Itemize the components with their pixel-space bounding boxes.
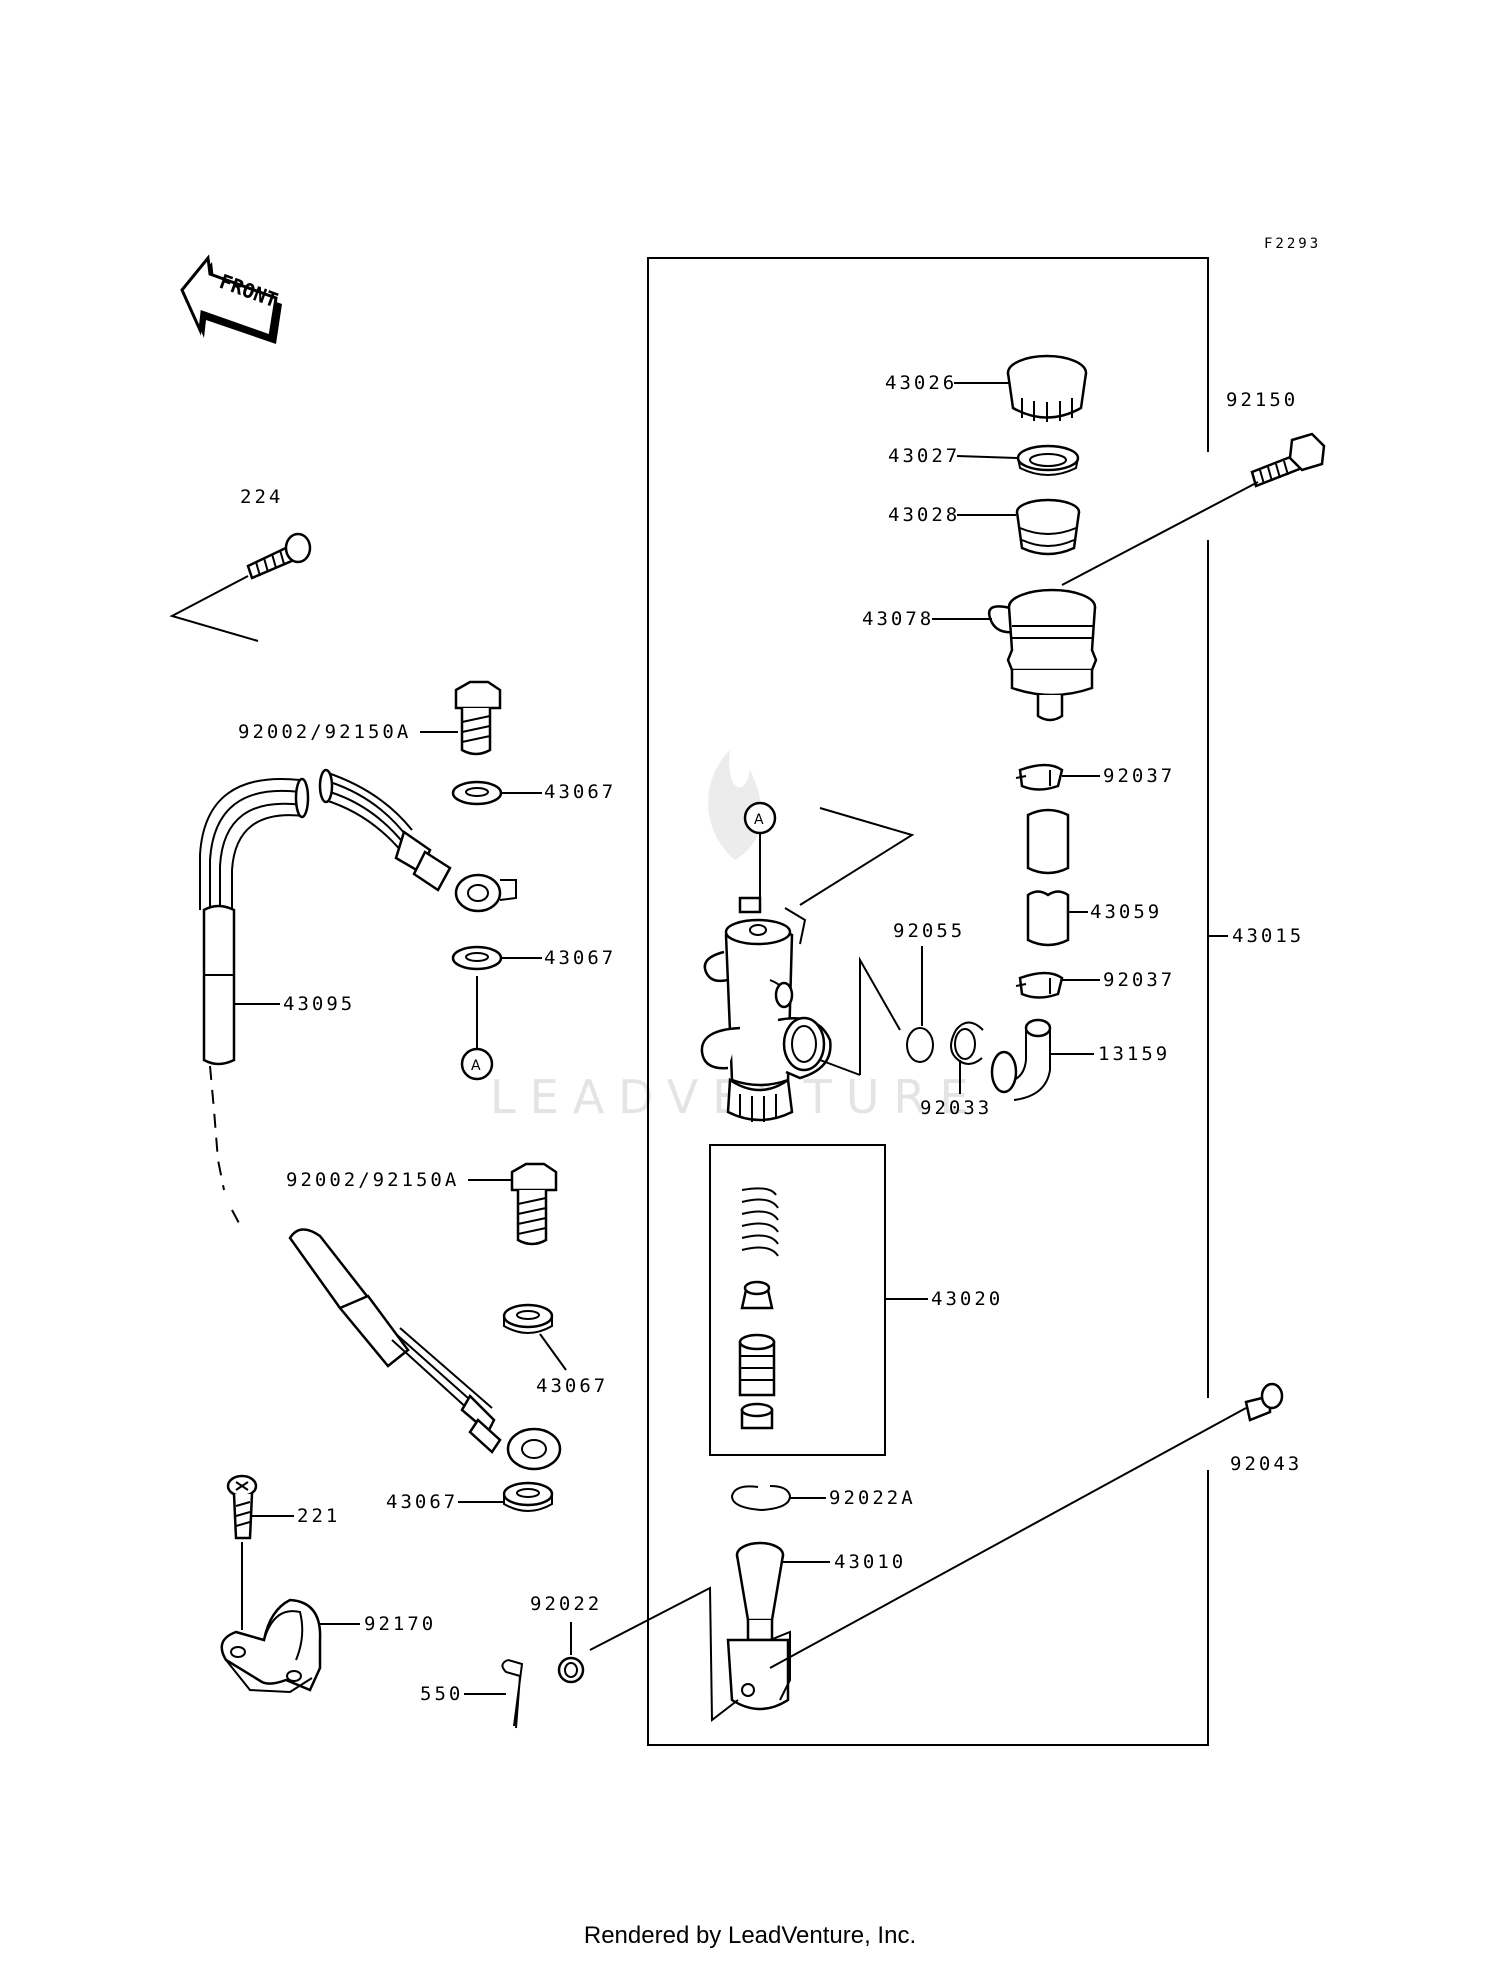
washer-43067-b (451, 945, 503, 971)
callout-a-body: A (743, 801, 777, 900)
label-92002-lower: 92002/92150A (286, 1169, 459, 1191)
washer-43067-a (451, 780, 503, 806)
washer-43067-c (502, 1303, 554, 1334)
o-ring-92055 (906, 1027, 934, 1063)
washer-92022 (557, 1656, 585, 1684)
connector-13159 (990, 1018, 1052, 1101)
label-43015: 43015 (1232, 925, 1304, 947)
label-92170: 92170 (364, 1613, 436, 1635)
leader-92150-line (1061, 481, 1259, 586)
label-92002-upper: 92002/92150A (238, 721, 411, 743)
label-92037-lower: 92037 (1103, 969, 1175, 991)
circlip-92033 (950, 1021, 984, 1065)
label-43028: 43028 (888, 504, 960, 526)
assembly-frame (647, 257, 1209, 1746)
leader-92022-line (589, 1586, 739, 1723)
banjo-bolt-upper (454, 680, 502, 756)
pin-92043 (1244, 1382, 1284, 1422)
snap-ring-92022a (730, 1485, 792, 1512)
label-92055: 92055 (893, 920, 965, 942)
label-43095: 43095 (283, 993, 355, 1015)
leader-224-line (169, 575, 259, 642)
label-92150: 92150 (1226, 389, 1298, 411)
reservoir-43078 (987, 588, 1098, 722)
leader-body-to-port (819, 1059, 861, 1076)
label-92043: 92043 (1230, 1453, 1302, 1475)
front-arrow-icon: FRONT (180, 254, 282, 344)
diaphragm-plate-43027 (1016, 444, 1080, 476)
footer-credit: Rendered by LeadVenture, Inc. (583, 1922, 917, 1949)
brake-hose-43095-lower (288, 1228, 562, 1471)
callout-a-washer: A (460, 1047, 494, 1081)
label-43059: 43059 (1090, 901, 1162, 923)
bolt-92150 (1250, 432, 1326, 488)
label-13159: 13159 (1098, 1043, 1170, 1065)
label-550: 550 (420, 1683, 463, 1705)
cap-43026 (1006, 354, 1088, 422)
banjo-bolt-lower (510, 1162, 558, 1246)
label-224: 224 (240, 486, 283, 508)
brake-hose-43095-upper (199, 768, 517, 1226)
diaphragm-43028 (1015, 498, 1081, 556)
label-92022a: 92022A (829, 1487, 916, 1509)
push-rod-43010 (726, 1541, 791, 1711)
piston-kit-43020 (738, 1187, 779, 1430)
clamp-92037-upper (1015, 763, 1064, 791)
label-92033: 92033 (920, 1097, 992, 1119)
leader-92043-line (769, 1407, 1247, 1669)
hose-43059-lower (1026, 890, 1070, 947)
label-43026: 43026 (885, 372, 957, 394)
diagram-code: F2293 (1264, 236, 1321, 252)
clamp-92037-lower (1015, 971, 1064, 999)
label-43067-a: 43067 (544, 781, 616, 803)
clamp-92170 (220, 1598, 322, 1694)
screw-221 (226, 1474, 258, 1540)
leader-body-to-oring (859, 956, 901, 1075)
label-43067-b: 43067 (544, 947, 616, 969)
label-43067-d: 43067 (386, 1491, 458, 1513)
leader-body-to-reservoir (799, 807, 915, 906)
master-cylinder-body (700, 896, 832, 1122)
label-43027: 43027 (888, 445, 960, 467)
label-92022: 92022 (530, 1593, 602, 1615)
labels: 43026 43027 43028 43078 92150 224 92002/… (234, 372, 1304, 1705)
label-43078: 43078 (862, 608, 934, 630)
label-43067-c: 43067 (536, 1375, 608, 1397)
label-43020: 43020 (931, 1288, 1003, 1310)
label-221: 221 (297, 1505, 340, 1527)
leader-43067c-line (539, 1333, 567, 1371)
svg-text:A: A (754, 812, 764, 828)
label-92037-upper: 92037 (1103, 765, 1175, 787)
svg-text:A: A (471, 1058, 481, 1074)
washer-43067-d (502, 1481, 554, 1512)
piston-kit-frame (709, 1144, 886, 1456)
hose-43059-upper (1026, 808, 1070, 875)
label-43010: 43010 (834, 1551, 906, 1573)
cotter-pin-550 (501, 1659, 524, 1729)
bolt-224 (246, 532, 312, 580)
